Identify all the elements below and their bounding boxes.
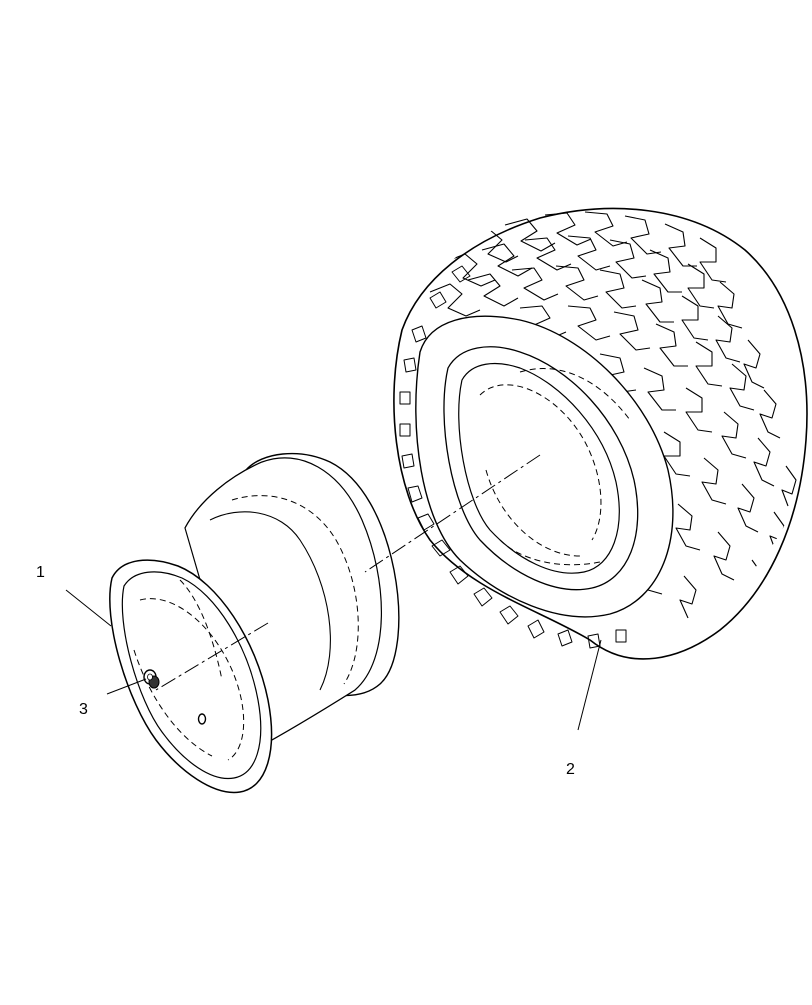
- rim-hidden-lines: [133, 579, 245, 761]
- leader-line-3: [106, 678, 147, 695]
- tire-bead-inner: [458, 362, 620, 574]
- callout-1: 1: [36, 564, 45, 581]
- rim-drop-center-dashed: [231, 495, 359, 685]
- valve: [143, 669, 160, 689]
- sidewall-lugs: [399, 265, 627, 649]
- tire-hidden-lines: [479, 368, 631, 566]
- callout-2: 2: [566, 761, 575, 778]
- callout-3: 3: [79, 701, 88, 718]
- leader-line-1: [65, 589, 112, 627]
- rim-front-flange-outer: [109, 559, 273, 794]
- leader-line-2: [577, 639, 602, 731]
- leader-lines: [65, 589, 602, 731]
- rim-front-flange-inner: [121, 571, 262, 780]
- tread-pattern: [429, 211, 797, 641]
- rim-valve-hole: [197, 713, 207, 725]
- axis-centerline: [155, 454, 541, 691]
- tire-bead-outer: [443, 346, 639, 591]
- tire-sidewall: [415, 315, 674, 618]
- wheel-rim: [109, 452, 400, 794]
- rim-drop-center: [209, 511, 331, 691]
- tire: [393, 207, 808, 660]
